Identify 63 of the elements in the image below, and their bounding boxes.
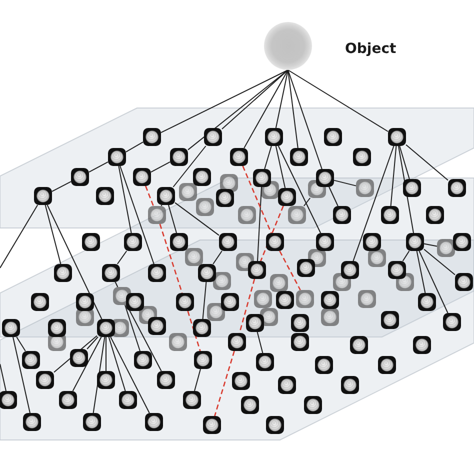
connector-line	[288, 70, 298, 148]
connector-line	[160, 204, 162, 206]
connector-line	[54, 335, 98, 373]
connector-line	[72, 336, 102, 392]
connector-line	[390, 146, 397, 206]
connector-line	[244, 70, 288, 148]
connector-line	[46, 204, 102, 320]
connector-line	[406, 144, 448, 181]
connector-line	[202, 282, 207, 320]
connector-line	[264, 146, 272, 170]
connector-line	[108, 336, 126, 392]
dashed-connector-line	[242, 166, 272, 234]
connector-line	[275, 146, 286, 188]
connector-line	[124, 304, 140, 352]
connector-line	[334, 180, 356, 186]
connector-line	[288, 70, 322, 170]
connector-line	[398, 146, 414, 234]
connector-line	[86, 336, 98, 350]
connector-line	[114, 282, 118, 288]
connector-line	[150, 161, 170, 173]
connector-line	[194, 368, 201, 392]
connector-line	[188, 70, 288, 150]
dashed-connector-line	[159, 224, 183, 294]
connector-line	[116, 250, 128, 264]
connector-line	[168, 204, 177, 234]
connector-line	[118, 166, 132, 234]
dashed-connector-line	[279, 250, 301, 290]
connector-line	[0, 364, 6, 392]
connector-line	[424, 243, 438, 247]
connector-line	[160, 70, 288, 134]
connector-line	[120, 166, 154, 264]
connector-line	[172, 146, 206, 188]
connector-line	[288, 70, 388, 132]
connector-line	[222, 70, 288, 130]
connector-line	[418, 250, 448, 314]
connector-line	[328, 186, 338, 206]
dashed-connector-line	[187, 310, 201, 352]
connector-line	[12, 336, 30, 414]
connector-line	[278, 146, 322, 234]
connector-line	[0, 204, 38, 268]
connector-line	[399, 146, 410, 180]
dashed-connector-line	[214, 350, 235, 416]
dashed-connector-line	[260, 206, 284, 262]
connector-line	[275, 70, 288, 128]
connector-line	[16, 336, 26, 352]
dashed-connector-line	[145, 186, 154, 206]
connector-line	[416, 250, 426, 294]
connector-line	[303, 198, 311, 206]
connector-line	[402, 250, 410, 262]
connector-line	[257, 186, 262, 262]
connector-line	[88, 161, 108, 173]
object-circle	[264, 22, 312, 70]
connector-line	[44, 204, 62, 264]
connector-line	[52, 181, 72, 192]
connector-line	[256, 332, 264, 354]
connector-line	[352, 146, 394, 262]
connector-line	[110, 336, 150, 414]
connector-line	[92, 336, 106, 414]
connector-line	[212, 250, 222, 264]
connector-line	[126, 142, 144, 152]
connector-line	[174, 202, 220, 236]
connector-line	[424, 248, 456, 276]
node-label: Object	[345, 41, 396, 57]
